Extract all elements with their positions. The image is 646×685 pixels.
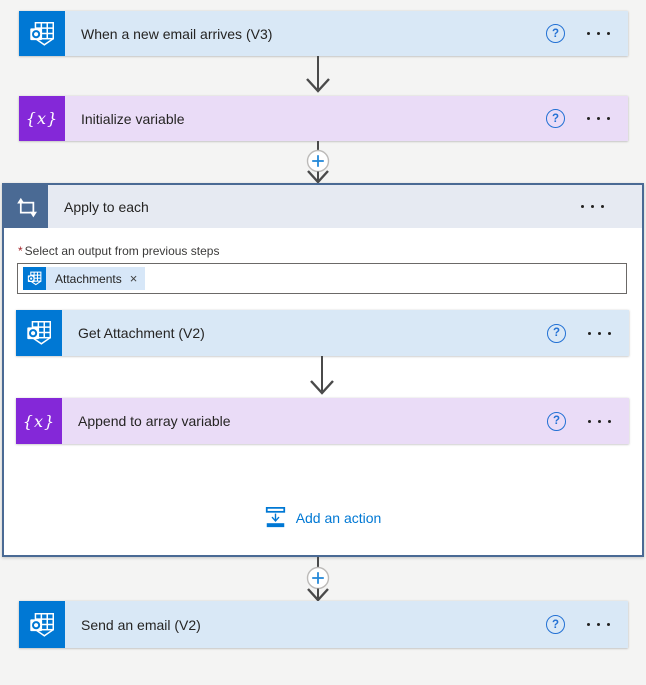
card-title: When a new email arrives (V3) (81, 25, 273, 42)
loop-icon (4, 185, 48, 228)
help-glyph: ? (551, 27, 560, 40)
card-title: Get Attachment (V2) (78, 325, 205, 341)
help-icon[interactable]: ? (546, 109, 565, 128)
output-select-input[interactable]: Attachments × (17, 263, 627, 294)
field-label: *Select an output from previous steps (18, 244, 219, 258)
variable-glyph: {x} (25, 109, 59, 128)
action-card-get-attachment[interactable]: Get Attachment (V2) ? (16, 310, 629, 356)
help-glyph: ? (552, 415, 561, 427)
add-action-icon (265, 507, 285, 528)
more-options-icon[interactable] (587, 619, 610, 630)
outlook-icon (23, 267, 46, 290)
outlook-icon (19, 11, 65, 56)
insert-step-button[interactable] (296, 141, 340, 183)
help-icon[interactable]: ? (546, 615, 565, 634)
card-title: Append to array variable (78, 413, 231, 429)
more-options-icon[interactable] (588, 416, 611, 427)
add-action-label: Add an action (295, 509, 382, 526)
add-an-action-button[interactable]: Add an action (265, 506, 382, 529)
token-label: Attachments (55, 271, 122, 286)
connector-arrow (306, 56, 330, 93)
more-options-icon[interactable] (588, 328, 611, 339)
more-options-icon[interactable] (587, 113, 610, 124)
help-glyph: ? (552, 327, 561, 339)
action-card-initialize-variable[interactable]: {x} Initialize variable ? (19, 96, 628, 141)
outlook-icon (16, 310, 62, 356)
help-glyph: ? (551, 618, 560, 631)
action-card-append-to-array[interactable]: {x} Append to array variable ? (16, 398, 629, 444)
apply-to-each-header[interactable]: Apply to each (4, 185, 642, 228)
scope-title: Apply to each (64, 198, 149, 215)
more-options-icon[interactable] (581, 201, 624, 212)
variable-icon: {x} (16, 398, 62, 444)
outlook-icon (19, 601, 65, 648)
help-icon[interactable]: ? (547, 323, 566, 343)
action-card-send-email[interactable]: Send an email (V2) ? (19, 601, 628, 648)
variable-glyph: {x} (22, 411, 56, 431)
variable-icon: {x} (19, 96, 65, 141)
field-label-text: Select an output from previous steps (24, 244, 220, 258)
trigger-card-when-new-email[interactable]: When a new email arrives (V3) ? (19, 11, 628, 56)
required-marker: * (18, 244, 23, 258)
card-title: Send an email (V2) (81, 616, 201, 633)
apply-to-each-scope: Apply to each *Select an output from pre… (2, 183, 644, 557)
help-icon[interactable]: ? (547, 411, 566, 431)
token-remove-icon[interactable]: × (129, 271, 138, 286)
more-options-icon[interactable] (587, 28, 610, 39)
help-glyph: ? (551, 112, 560, 125)
attachments-token[interactable]: Attachments × (23, 267, 146, 290)
insert-step-button[interactable] (296, 557, 340, 601)
card-title: Initialize variable (81, 110, 185, 127)
help-icon[interactable]: ? (546, 24, 565, 43)
connector-arrow (310, 356, 334, 395)
